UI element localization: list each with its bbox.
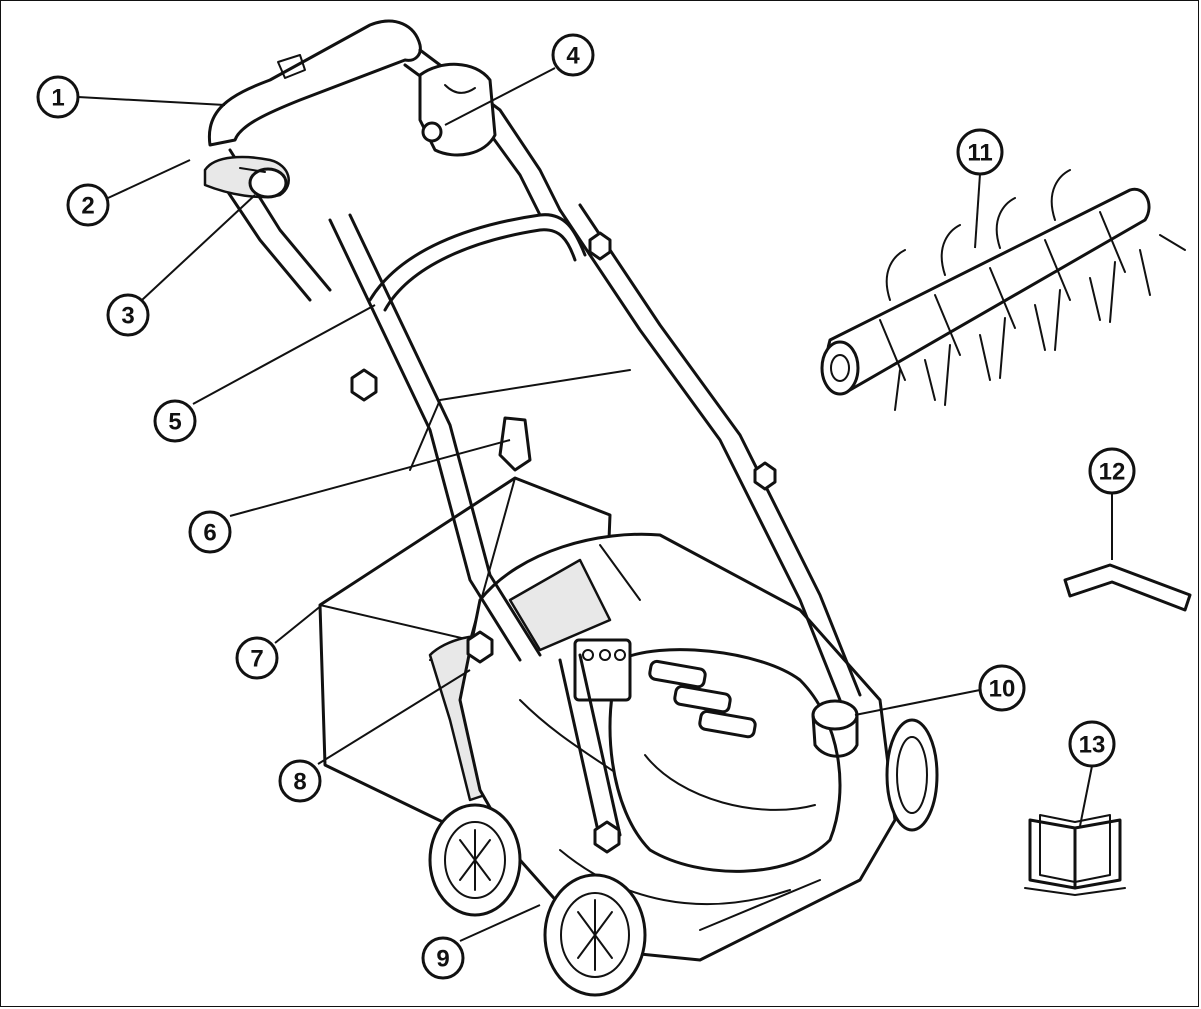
callout-8: 8 — [278, 759, 322, 803]
callout-7-label: 7 — [250, 646, 263, 673]
motor-cover — [573, 638, 842, 873]
callout-11-label: 11 — [967, 140, 992, 167]
callout-3: 3 — [106, 293, 150, 337]
callout-4-label: 4 — [566, 43, 580, 70]
callout-6: 6 — [188, 510, 232, 554]
wheels — [428, 718, 939, 997]
callout-12-label: 12 — [1099, 459, 1126, 486]
callout-8-label: 8 — [293, 769, 306, 796]
callout-13: 13 — [1068, 720, 1116, 768]
callout-12: 12 — [1088, 447, 1136, 495]
handle-knobs — [350, 231, 777, 854]
aerator-roller — [820, 169, 1186, 411]
callout-7: 7 — [235, 636, 279, 680]
callout-10: 10 — [978, 664, 1026, 712]
switch-lever — [203, 155, 290, 199]
middle-handle-frame — [368, 213, 631, 471]
leader-lines — [77, 67, 1113, 942]
allen-key — [1063, 563, 1192, 612]
callout-5: 5 — [153, 399, 197, 443]
callout-9-label: 9 — [436, 946, 449, 973]
callout-2: 2 — [66, 183, 110, 227]
callout-10-label: 10 — [989, 676, 1016, 703]
callout-9: 9 — [421, 936, 465, 980]
callout-11: 11 — [956, 128, 1004, 176]
manual-book-icon — [1024, 814, 1126, 896]
callout-1-label: 1 — [51, 85, 64, 112]
callout-3-label: 3 — [121, 303, 134, 330]
callout-4: 4 — [551, 33, 595, 77]
callout-1: 1 — [36, 75, 80, 119]
start-button-box — [418, 62, 497, 157]
callout-6-label: 6 — [203, 520, 216, 547]
callout-2-label: 2 — [81, 193, 94, 220]
callout-5-label: 5 — [168, 409, 181, 436]
callout-13-label: 13 — [1079, 732, 1106, 759]
lower-handle — [328, 203, 862, 842]
